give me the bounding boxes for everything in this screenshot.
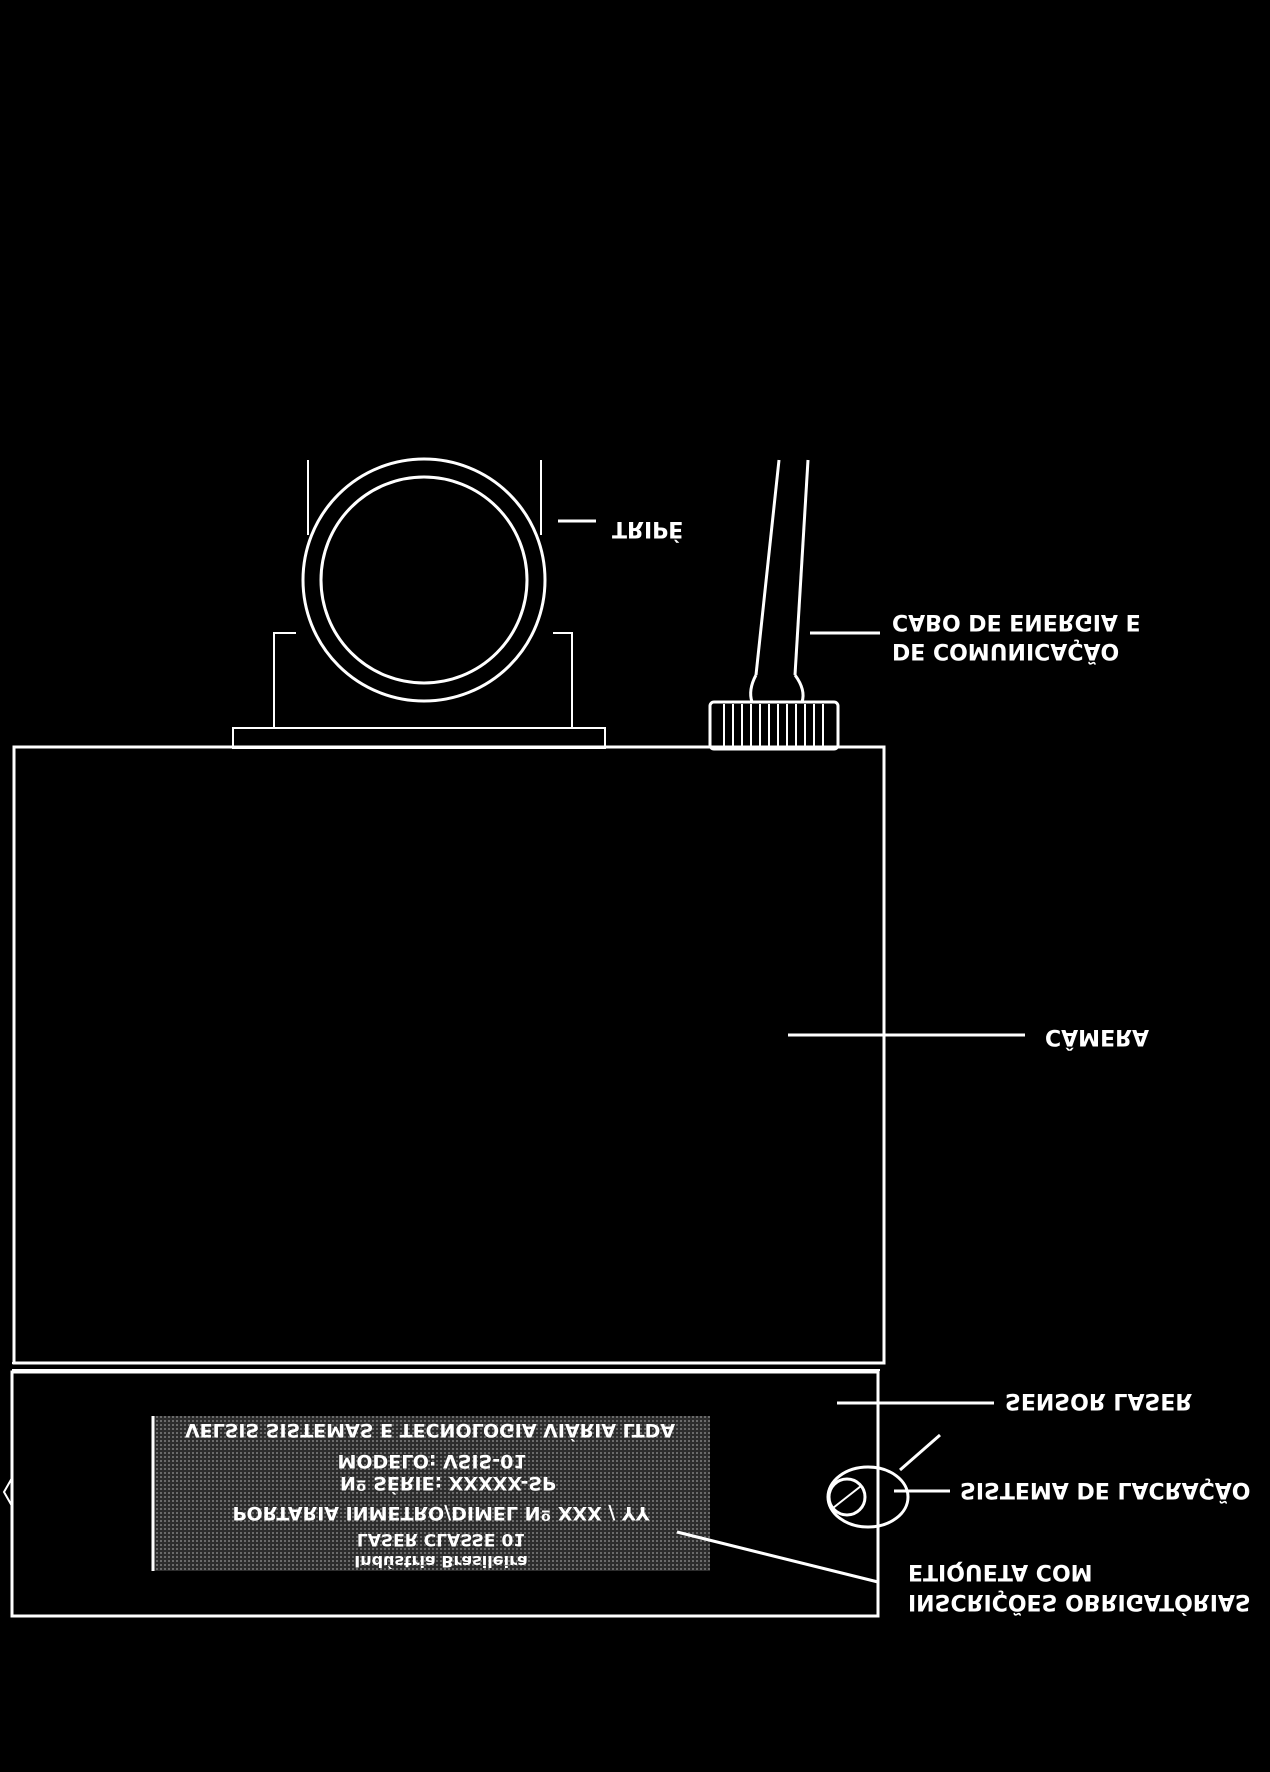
callout-cabo-line2: CABO DE ENERGIA E [892, 609, 1141, 634]
seal-screw [826, 1465, 910, 1529]
callout-etiqueta-line1: INSCRIÇÕES OBRIGATÓRIAS [908, 1589, 1251, 1615]
label-line: VELSIS SISTEMAS E TECNOLOGIA VIÁRIA LTDA [185, 1419, 675, 1442]
callout-tripe: TRIPÉ [612, 516, 683, 542]
label-line: PORTARIA INMETRO/DIMEL Nº XXX / YY [233, 1502, 650, 1524]
callout-etiqueta-line2: ETIQUETA COM [908, 1559, 1093, 1584]
callout-labels: TRIPÉ DE COMUNICAÇÃO CABO DE ENERGIA E C… [612, 516, 1251, 1615]
power-communication-cable [708, 459, 840, 751]
label-line: Indústria Brasileira [354, 1552, 528, 1571]
label-line: LASER CLASSE 01 [357, 1529, 525, 1549]
identification-label: Indústria Brasileira LASER CLASSE 01 POR… [151, 1416, 710, 1571]
label-line: MODELO: VSIS-01 [337, 1450, 526, 1472]
leader-lines [558, 519, 1025, 1584]
camera-body [12, 745, 886, 1365]
leader-lacracao-diag [899, 1433, 941, 1472]
laser-sensor-housing [2, 1362, 880, 1618]
leader-etiqueta [676, 1530, 879, 1584]
callout-cabo-line1: DE COMUNICAÇÃO [892, 638, 1119, 664]
callout-lacracao: SISTEMA DE LACRAÇÃO [960, 1477, 1250, 1503]
callout-camera: CÂMERA [1045, 1024, 1149, 1050]
callout-sensor: SENSOR LASER [1005, 1388, 1192, 1413]
label-line: Nº SÉRIE: XXXXX-SP [340, 1472, 556, 1495]
tripod-mount [232, 457, 606, 749]
